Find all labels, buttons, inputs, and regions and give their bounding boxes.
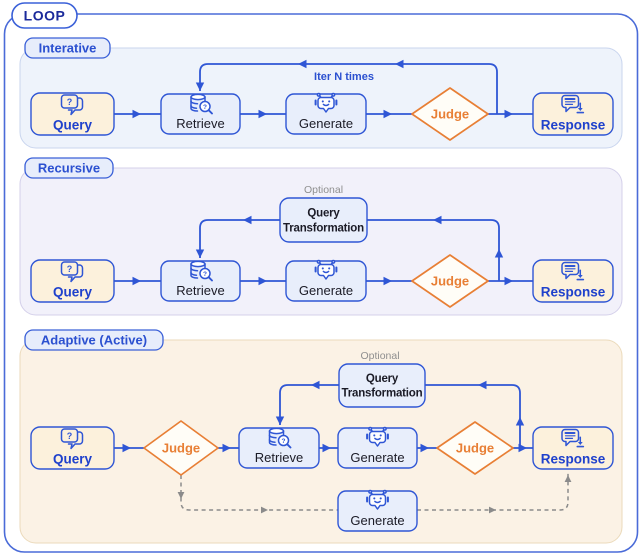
panel-iterative-pill (24, 37, 111, 59)
node-adaptive-judge-post: Judge (436, 421, 514, 475)
iter-n-times-label: Iter N times (314, 71, 374, 83)
node-adaptive-generate-direct: Generate (337, 489, 418, 532)
panel-recursive: Recursive Optional Query Transformation (19, 157, 623, 316)
node-label-line2: Transformation (342, 388, 423, 400)
optional-label: Optional (360, 350, 399, 362)
node-label: Query (53, 285, 93, 300)
node-recursive-query-transformation: Query Transformation (279, 197, 368, 243)
panel-recursive-label: Recursive (38, 161, 100, 176)
node-label: Generate (350, 513, 404, 528)
node-adaptive-generate: Generate (337, 426, 418, 469)
node-label: Query (53, 118, 93, 133)
loop-title-pill (11, 2, 78, 29)
node-label: Retrieve (176, 283, 224, 298)
node-recursive-response: Response (532, 259, 614, 303)
node-label-line1: Query (366, 373, 399, 385)
node-recursive-query: Query (30, 259, 115, 303)
node-label: Generate (299, 116, 353, 131)
node-adaptive-query-transformation: Query Transformation (338, 363, 426, 408)
panel-adaptive-bg (19, 339, 623, 544)
panel-adaptive-pill (24, 329, 164, 351)
node-adaptive-query: Query (30, 426, 115, 470)
node-iterative-judge: Judge (411, 87, 489, 141)
node-adaptive-judge-pre: Judge (143, 420, 219, 476)
panel-iterative-label: Interative (39, 41, 97, 56)
panel-recursive-pill (24, 157, 114, 179)
loop-title: LOOP (24, 8, 66, 24)
node-iterative-query: Query (30, 92, 115, 136)
node-label: Response (541, 118, 606, 133)
node-label: Judge (456, 441, 494, 456)
optional-label: Optional (304, 184, 343, 196)
node-recursive-retrieve: Retrieve (160, 260, 241, 302)
node-label-line1: Query (307, 208, 340, 220)
node-label-line2: Transformation (283, 223, 364, 235)
node-adaptive-response: Response (532, 426, 614, 470)
node-label: Judge (431, 107, 469, 122)
node-recursive-generate: Generate (285, 259, 367, 302)
panel-adaptive-label: Adaptive (Active) (41, 333, 147, 348)
node-label: Query (53, 452, 93, 467)
panel-adaptive: Adaptive (Active) Op (19, 329, 623, 544)
node-label: Generate (350, 450, 404, 465)
node-label: Judge (162, 441, 200, 456)
node-label: Response (541, 452, 606, 467)
node-label: Retrieve (255, 450, 303, 465)
node-label: Generate (299, 283, 353, 298)
panel-iterative: Interative Iter N times Query Retri (19, 37, 623, 149)
node-iterative-response: Response (532, 92, 614, 136)
node-label: Retrieve (176, 116, 224, 131)
node-adaptive-retrieve: Retrieve (238, 427, 320, 469)
node-label: Response (541, 285, 606, 300)
node-iterative-retrieve: Retrieve (160, 93, 241, 135)
node-iterative-generate: Generate (285, 92, 367, 135)
node-recursive-judge: Judge (411, 254, 489, 308)
node-label: Judge (431, 274, 469, 289)
